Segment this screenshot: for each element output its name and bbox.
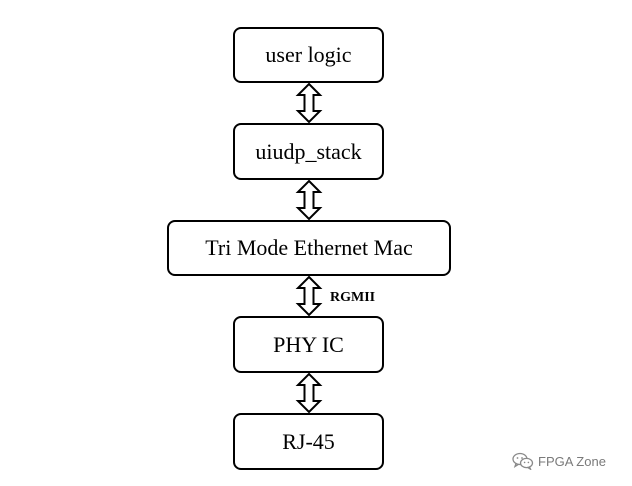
arrow-user-logic-to-uiudp-stack — [295, 82, 323, 124]
block-rj-45: RJ-45 — [233, 413, 384, 470]
watermark: FPGA Zone — [512, 452, 606, 470]
rgmii-interface-label: RGMII — [330, 290, 376, 305]
block-uiudp-stack: uiudp_stack — [233, 123, 384, 180]
wechat-icon — [512, 452, 534, 470]
arrow-phy-ic-to-rj-45 — [295, 372, 323, 414]
block-phy-ic: PHY IC — [233, 316, 384, 373]
block-tri-mode-ethernet-mac: Tri Mode Ethernet Mac — [167, 220, 451, 276]
watermark-text: FPGA Zone — [538, 453, 606, 469]
block-user-logic: user logic — [233, 27, 384, 83]
arrow-uiudp-stack-to-tri-mode-ethernet-mac — [295, 179, 323, 221]
arrow-tri-mode-ethernet-mac-to-phy-ic — [295, 275, 323, 317]
